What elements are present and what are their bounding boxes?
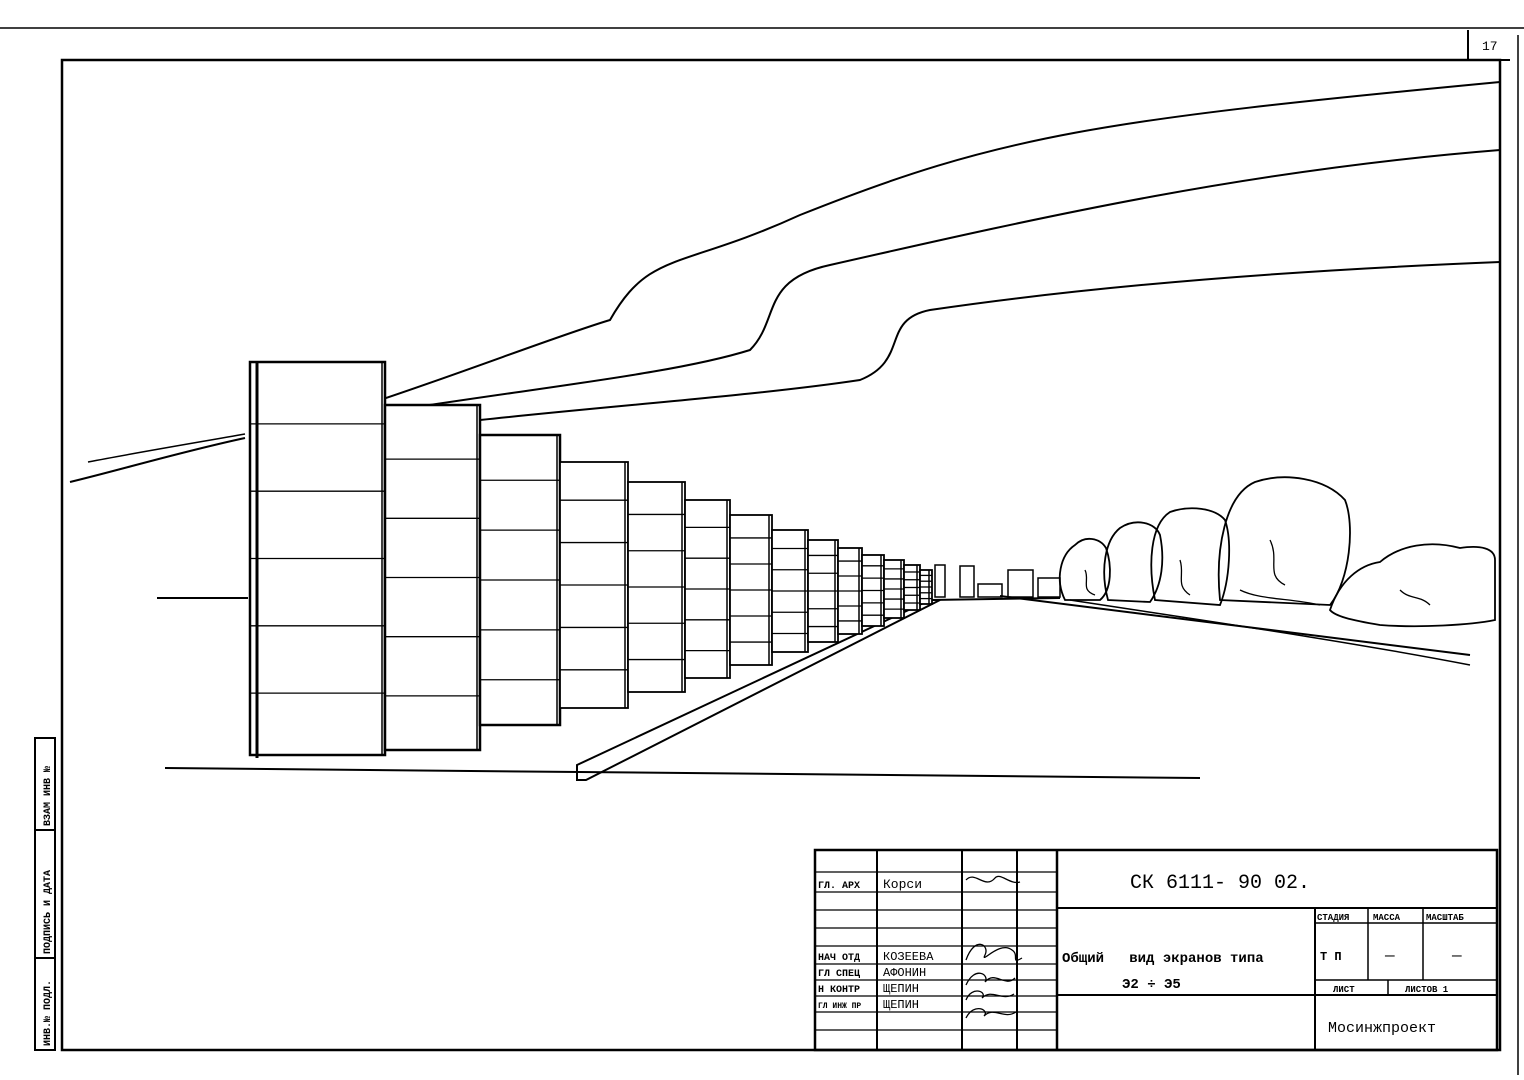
sheets-label: ЛИСТОВ 1 [1405, 985, 1449, 995]
distant-buildings [934, 564, 1061, 598]
signature-1 [965, 875, 1021, 884]
title-line-1: Общий вид экранов типа [1062, 951, 1264, 967]
signature-5 [965, 1008, 1017, 1019]
scale-header: МАСШТАБ [1426, 913, 1464, 923]
name-3: АФОНИН [883, 966, 926, 980]
organization-name: Мосинжпроект [1328, 1020, 1436, 1037]
role-5: ГЛ ИНЖ ПР [818, 1002, 861, 1011]
signature-4 [965, 990, 1015, 1001]
signature-3 [965, 972, 1016, 986]
sheet-label: ЛИСТ [1333, 985, 1355, 995]
scale-value: — [1451, 947, 1462, 965]
sheet-number: 17 [1482, 39, 1498, 54]
role-1: ГЛ. АРХ [818, 881, 860, 892]
role-2: НАЧ ОТД [818, 953, 860, 964]
name-4: ЩЕПИН [883, 982, 919, 996]
mass-header: МАССА [1373, 913, 1401, 923]
sheet-number-box: 17 [1467, 30, 1510, 61]
sky-line-2 [409, 149, 1501, 409]
name-1: Корси [883, 877, 922, 892]
stage-header: СТАДИЯ [1317, 913, 1349, 923]
role-3: ГЛ СПЕЦ [818, 969, 860, 980]
signatures [965, 875, 1023, 1019]
ground-baseline [164, 767, 1201, 779]
perspective-drawing [69, 81, 1501, 781]
road-left-curb [576, 599, 941, 781]
name-5: ЩЕПИН [883, 998, 919, 1012]
left-hill-line [69, 437, 246, 483]
stamp-sign-date: ПОДПИСЬ И ДАТА [43, 870, 54, 954]
sky-line-3 [479, 261, 1501, 421]
side-stamp: ИНВ.№ ПОДЛ. ПОДПИСЬ И ДАТА ВЗАМ ИНВ № [34, 737, 56, 1051]
drawing-frame [60, 58, 1502, 1052]
stage-value: Т П [1320, 950, 1342, 964]
mass-value: — [1384, 947, 1395, 965]
noise-barrier-panels [248, 360, 933, 758]
stamp-replace-inv: ВЗАМ ИНВ № [43, 766, 54, 826]
name-2: КОЗЕЕВА [883, 950, 934, 964]
role-4: Н КОНТР [818, 985, 860, 996]
signature-2 [965, 943, 1023, 962]
title-line-2: Э2 ÷ Э5 [1122, 977, 1181, 993]
title-block: СК 6111- 90 02. Общий вид экранов типа Э… [813, 848, 1499, 1052]
sky-line-1 [379, 81, 1501, 401]
doc-code: СК 6111- 90 02. [1130, 872, 1310, 895]
tree-row [1058, 476, 1496, 628]
road-right-edge [999, 595, 1471, 656]
stamp-inv-original: ИНВ.№ ПОДЛ. [43, 980, 54, 1046]
